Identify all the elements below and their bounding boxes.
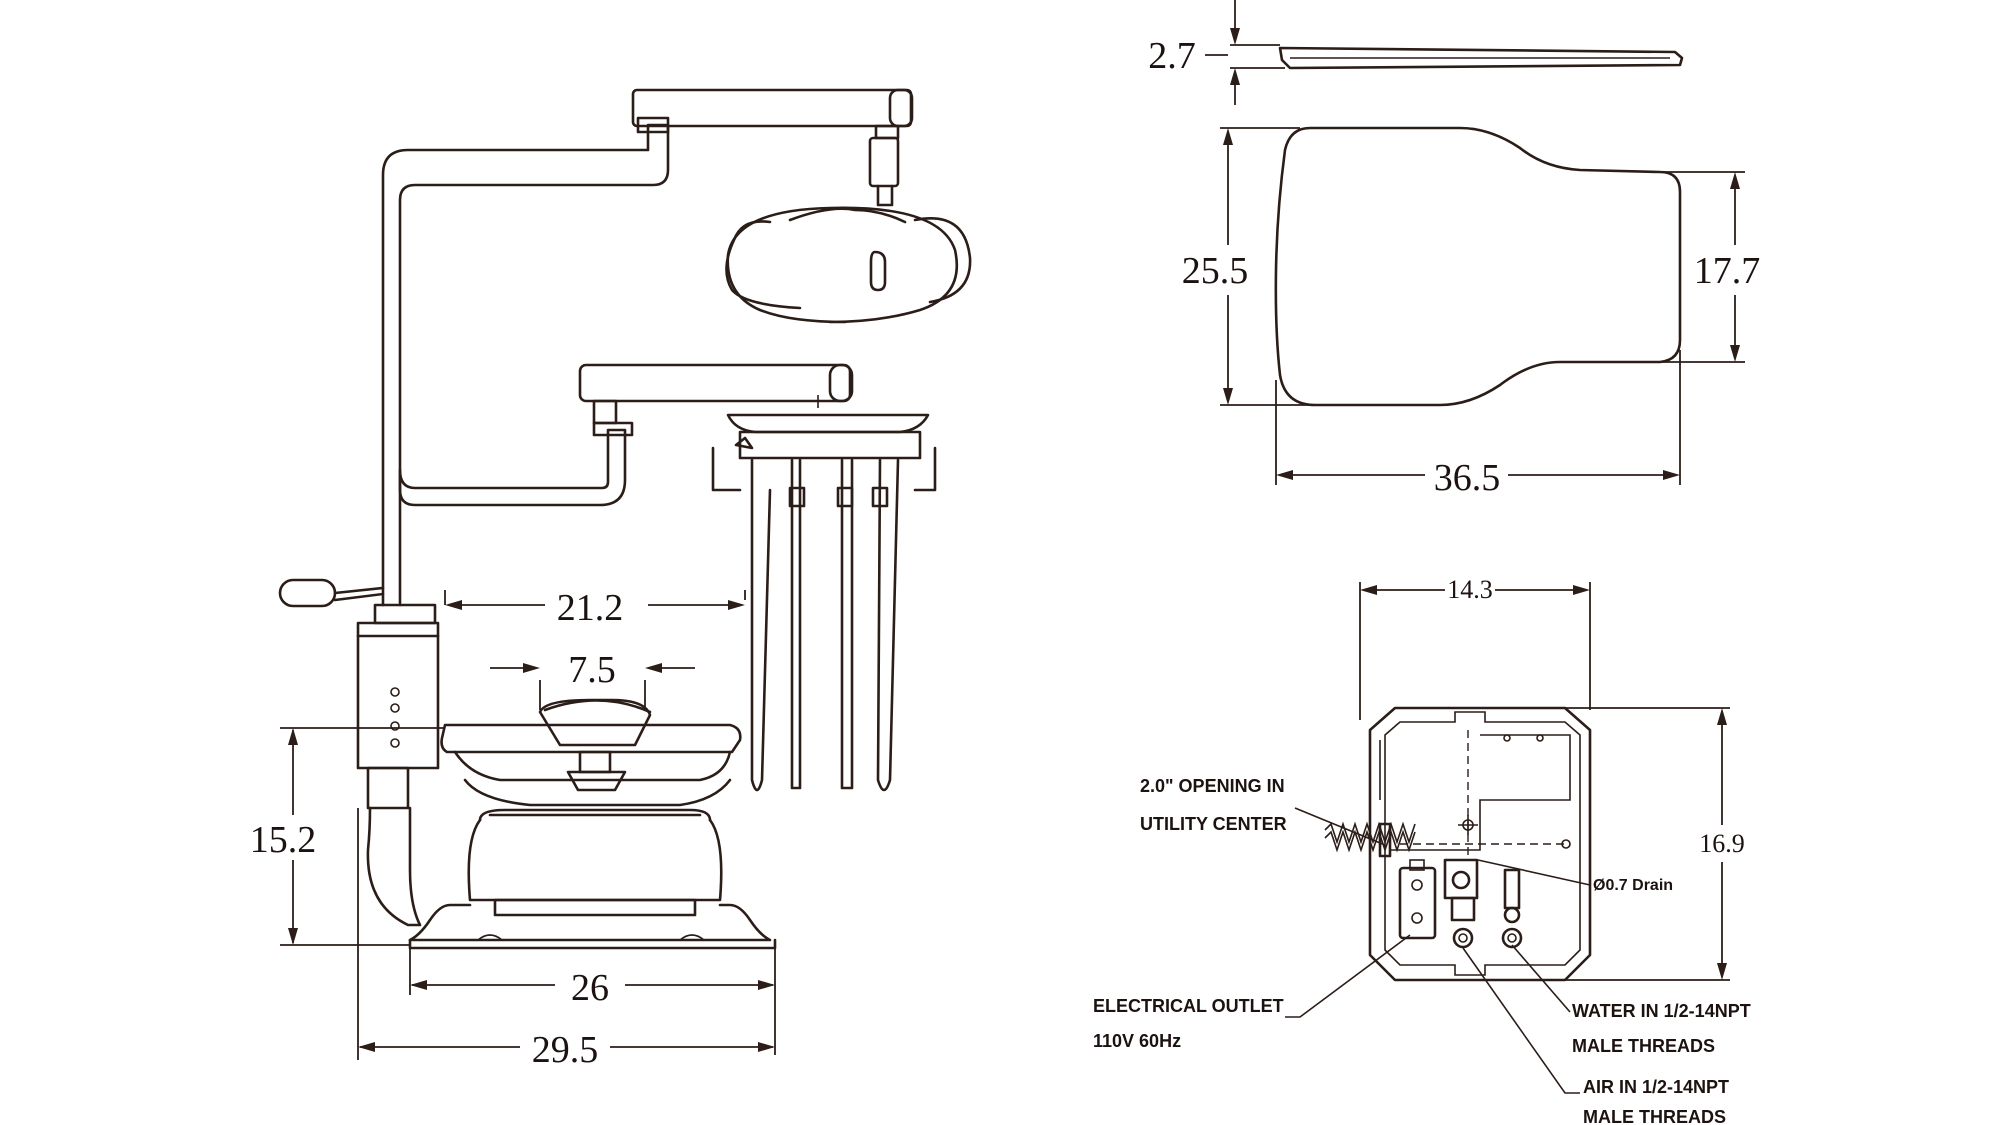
chair-seat bbox=[440, 698, 742, 807]
callout-text: Ø0.7 Drain bbox=[1593, 877, 1673, 894]
callout-outlet: ELECTRICAL OUTLET 110V 60Hz bbox=[1093, 934, 1411, 1051]
operatory-light bbox=[725, 206, 972, 324]
callout-water: WATER IN 1/2-14NPT MALE THREADS bbox=[1511, 944, 1751, 1056]
dimension-label: 7.5 bbox=[568, 649, 616, 691]
dimension-label: 16.9 bbox=[1699, 829, 1745, 858]
callout-text: AIR IN 1/2-14NPT bbox=[1583, 1077, 1729, 1097]
valve-cluster bbox=[1443, 858, 1523, 949]
callout-opening: 2.0" OPENING IN UTILITY CENTER bbox=[1140, 776, 1386, 846]
dimension-29-5: 29.5 bbox=[357, 808, 775, 1071]
dimension-14-3: 14.3 bbox=[1359, 575, 1591, 720]
dimension-16-9: 16.9 bbox=[1565, 707, 1745, 981]
callout-text: ELECTRICAL OUTLET bbox=[1093, 996, 1284, 1016]
light-arm bbox=[381, 88, 914, 607]
instrument-tray bbox=[711, 413, 937, 792]
utility-box-plan: 14.3 16.9 2.0" OPENING IN UTILITY CENTER… bbox=[1093, 575, 1751, 1125]
delivery-arm bbox=[398, 363, 854, 507]
callout-text: WATER IN 1/2-14NPT bbox=[1572, 1001, 1751, 1021]
dimension-label: 15.2 bbox=[250, 819, 317, 861]
dimension-7-5: 7.5 bbox=[490, 649, 695, 710]
dental-unit-side-view: 21.2 7.5 15.2 bbox=[250, 88, 972, 1071]
callout-text: 110V 60Hz bbox=[1093, 1031, 1181, 1051]
callout-drain: Ø0.7 Drain bbox=[1477, 859, 1673, 894]
utility-column bbox=[356, 603, 440, 927]
electrical-outlet bbox=[1398, 859, 1437, 940]
utility-center-opening bbox=[1324, 821, 1416, 858]
callout-air: AIR IN 1/2-14NPT MALE THREADS bbox=[1462, 947, 1729, 1125]
dimension-label: 29.5 bbox=[532, 1029, 599, 1071]
dimension-26: 26 bbox=[409, 948, 776, 1055]
dimension-label: 21.2 bbox=[557, 587, 624, 629]
callout-text: UTILITY CENTER bbox=[1140, 814, 1287, 834]
callout-text: MALE THREADS bbox=[1583, 1107, 1726, 1125]
dimension-label: 14.3 bbox=[1447, 575, 1493, 604]
dimension-label: 26 bbox=[571, 967, 609, 1009]
chair-base bbox=[408, 808, 777, 950]
dimension-label: 17.7 bbox=[1694, 250, 1761, 292]
chair-control-handle bbox=[278, 578, 385, 608]
dimension-label: 2.7 bbox=[1148, 35, 1196, 77]
callout-text: 2.0" OPENING IN bbox=[1140, 776, 1285, 796]
callout-text: MALE THREADS bbox=[1572, 1036, 1715, 1056]
dimension-21-2: 21.2 bbox=[444, 587, 746, 629]
dimension-label: 25.5 bbox=[1182, 250, 1249, 292]
dimension-15-2: 15.2 bbox=[250, 727, 445, 946]
countertop-plan-view: 25.5 17.7 36.5 bbox=[1182, 126, 1761, 499]
dimension-label: 36.5 bbox=[1434, 457, 1501, 499]
countertop-edge-view: 2.7 bbox=[1148, 0, 1684, 105]
countertop-views: 2.7 25.5 17.7 bbox=[1148, 0, 1760, 499]
